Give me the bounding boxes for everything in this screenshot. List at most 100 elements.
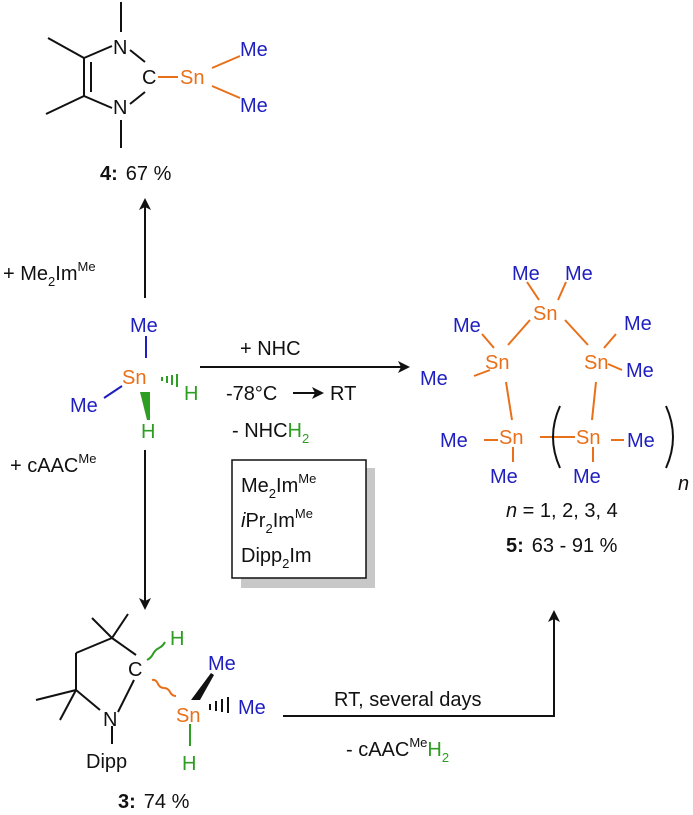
- compound-4-label: 4:: [100, 163, 118, 185]
- repeat-subscript-n: n: [678, 473, 689, 495]
- atom-c: C: [128, 659, 142, 681]
- compound-5-yield: 63 - 91 %: [532, 535, 618, 557]
- atom-n: N: [113, 37, 127, 59]
- bond: [111, 637, 137, 656]
- bond: [473, 369, 491, 377]
- atom-me: Me: [70, 395, 98, 417]
- atom-sn: Sn: [499, 427, 523, 449]
- bond: [47, 37, 85, 59]
- bond: [35, 689, 77, 701]
- atom-me: Me: [240, 39, 268, 61]
- bond: [117, 679, 135, 713]
- atom-me: Me: [626, 360, 654, 382]
- atom-sn: Sn: [122, 367, 146, 389]
- bond: [564, 319, 589, 346]
- bond: [45, 95, 85, 115]
- compound-4-caption: 4: 67 %: [100, 163, 172, 185]
- atom-me: Me: [627, 430, 655, 452]
- atom-me: Me: [420, 368, 448, 390]
- compound-5-caption: 5: 63 - 91 %: [506, 535, 618, 557]
- bond: [75, 637, 113, 654]
- paren-open: [552, 405, 561, 469]
- condition-temp-end: RT: [330, 383, 356, 405]
- hashed-bond: [209, 697, 229, 713]
- bond: [607, 363, 623, 371]
- atom-me: Me: [208, 653, 236, 675]
- paren-close: [665, 405, 674, 469]
- atom-me: Me: [490, 466, 518, 488]
- compound-5-n-values: n = 1, 2, 3, 4: [506, 500, 618, 522]
- atom-n: N: [103, 709, 117, 731]
- bond: [591, 381, 597, 421]
- compound-3-caption: 3: 74 %: [118, 791, 190, 813]
- atom-n: N: [113, 97, 127, 119]
- bond: [83, 95, 113, 109]
- atom-sn: Sn: [584, 352, 608, 374]
- atom-sn: Sn: [533, 303, 557, 325]
- dimethylstannane-structure: Me Sn H Me H: [70, 315, 198, 443]
- nhc-option-dipp2im: Dipp2Im: [241, 545, 312, 571]
- condition-caac-byproduct: - cAACMeH2: [346, 735, 449, 765]
- nhc-list-box: Me2ImMe iPr2ImMe Dipp2Im: [231, 459, 375, 588]
- atom-c: C: [142, 67, 156, 89]
- atom-me: Me: [240, 95, 268, 117]
- atom-me: Me: [565, 263, 593, 285]
- wedge-bond: [140, 392, 150, 420]
- compound-3-label: 3:: [118, 791, 136, 813]
- atom-me: Me: [573, 466, 601, 488]
- reagent-me2im: + Me2ImMe: [3, 259, 96, 289]
- bond: [505, 381, 513, 421]
- bond: [211, 85, 241, 99]
- atom-me: Me: [238, 697, 266, 719]
- nhc-option-ipr2im: iPr2ImMe: [241, 506, 313, 536]
- compound-4-structure: N N C Sn Me Me: [45, 2, 268, 148]
- atom-h: H: [182, 753, 196, 775]
- wedge-bond: [191, 673, 214, 700]
- compound-5-structure: Sn Sn Sn Sn Sn Me Me Me Me Me Me Me Me M…: [420, 263, 689, 495]
- atom-me: Me: [453, 315, 481, 337]
- condition-rt-days: RT, several days: [334, 689, 481, 711]
- bond: [91, 617, 113, 639]
- reagent-caac: + cAACMe: [10, 451, 96, 477]
- atom-h: H: [141, 421, 155, 443]
- atom-me: Me: [130, 315, 158, 337]
- condition-nhc: + NHC: [240, 338, 301, 360]
- bond: [59, 689, 77, 721]
- atom-sn: Sn: [176, 705, 200, 727]
- bond: [129, 91, 146, 105]
- compound-4-yield: 67 %: [126, 163, 172, 185]
- atom-h: H: [170, 628, 184, 650]
- compound-3-structure: C H N Dipp Sn Me Me H: [35, 613, 266, 775]
- hashed-bond: [161, 374, 178, 387]
- atom-sn: Sn: [180, 67, 204, 89]
- bond: [507, 319, 531, 346]
- atom-sn: Sn: [576, 427, 600, 449]
- atom-me: Me: [440, 430, 468, 452]
- compound-5-label: 5:: [506, 535, 524, 557]
- bond: [526, 281, 540, 301]
- wavy-bond: [151, 678, 177, 697]
- compound-3-yield: 74 %: [144, 791, 190, 813]
- bond: [103, 385, 123, 399]
- bond: [83, 45, 113, 59]
- condition-byproduct: - NHCH2: [232, 420, 309, 446]
- bond: [211, 55, 241, 69]
- condition-temp-start: -78°C: [226, 383, 277, 405]
- bond: [111, 613, 129, 639]
- wavy-bond: [146, 641, 166, 661]
- substituent-dipp: Dipp: [86, 751, 127, 773]
- atom-me: Me: [624, 313, 652, 335]
- bond: [603, 333, 617, 349]
- box-frame: [231, 459, 367, 579]
- atom-sn: Sn: [485, 352, 509, 374]
- nhc-option-me2im: Me2ImMe: [241, 471, 316, 501]
- bond: [129, 49, 146, 63]
- arrow-3-to-5: [283, 610, 560, 717]
- bond: [481, 333, 495, 349]
- bond: [557, 281, 567, 301]
- atom-me: Me: [512, 263, 540, 285]
- atom-h: H: [184, 383, 198, 405]
- bond: [75, 689, 101, 711]
